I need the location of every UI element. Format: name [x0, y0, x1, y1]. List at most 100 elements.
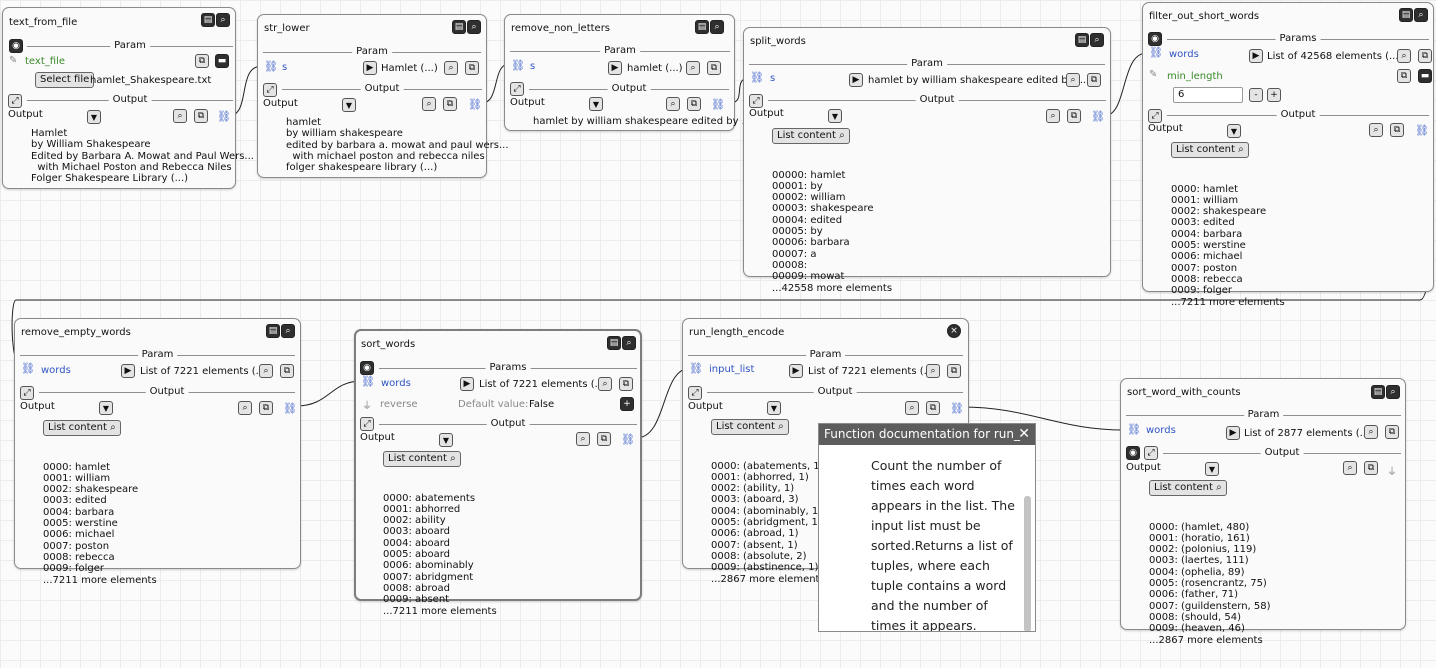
magnifier-icon[interactable]: ⌕ [1397, 49, 1411, 63]
copy-icon[interactable]: ⧉ [619, 377, 633, 391]
node-filter-out-short-words[interactable]: filter_out_short_words ▤ ⌕ ◉ Params ⛓ wo… [1142, 2, 1434, 308]
link-icon[interactable]: ⛓ [1091, 110, 1105, 123]
copy-icon[interactable]: ⧉ [259, 401, 273, 415]
increment-button[interactable]: + [1267, 88, 1281, 102]
node-text-from-file[interactable]: text_from_file ▤ ⌕ ◉ Param ✎ text_file ⧉… [2, 7, 254, 189]
magnifier-icon[interactable]: ⌕ [905, 401, 919, 415]
select-file-button[interactable]: Select file [35, 72, 95, 88]
search-icon[interactable]: ⌕ [1414, 8, 1428, 22]
output-dropdown[interactable]: ▼ [767, 401, 781, 415]
copy-icon[interactable]: ⧉ [1087, 73, 1101, 87]
copy-icon[interactable]: ⧉ [194, 109, 208, 123]
node-remove-non-letters[interactable]: remove_non_letters ▤ ⌕ Param ⛓ s ▶ hamle… [504, 14, 751, 131]
list-content-button[interactable]: List content ⌕ [1171, 142, 1249, 158]
copy-icon[interactable]: ⧉ [443, 97, 457, 111]
magnifier-icon[interactable]: ⌕ [686, 61, 700, 75]
copy-icon[interactable]: ⧉ [1418, 49, 1432, 63]
link-icon[interactable]: ⛓ [950, 402, 964, 415]
output-dropdown[interactable]: ▼ [99, 401, 113, 415]
documentation-icon[interactable]: ▤ [266, 324, 280, 338]
link-icon[interactable]: ⛓ [468, 98, 482, 111]
link-icon[interactable]: ⛓ [621, 433, 635, 446]
min-length-input[interactable]: 6 [1173, 87, 1243, 103]
link-icon[interactable]: ⛓ [689, 362, 703, 375]
play-icon[interactable]: ▶ [849, 73, 863, 87]
expand-icon[interactable]: ⤢ [8, 94, 22, 108]
copy-icon[interactable]: ⧉ [1364, 461, 1378, 475]
link-icon[interactable]: ⛓ [511, 59, 525, 72]
play-icon[interactable]: ▶ [789, 364, 803, 378]
documentation-icon[interactable]: ▤ [1075, 33, 1089, 47]
eye-icon[interactable]: ◉ [1126, 446, 1140, 460]
copy-icon[interactable]: ⧉ [707, 61, 721, 75]
node-sort-words[interactable]: sort_words ▤ ⌕ ◉ Params ⛓ words ▶ List o… [354, 329, 642, 617]
list-content-button[interactable]: List content ⌕ [772, 128, 850, 144]
magnifier-icon[interactable]: ⌕ [926, 364, 940, 378]
search-icon[interactable]: ⌕ [216, 13, 230, 27]
magnifier-icon[interactable]: ⌕ [173, 109, 187, 123]
play-icon[interactable]: ▶ [1249, 49, 1263, 63]
decrement-button[interactable]: - [1249, 88, 1263, 102]
list-content-button[interactable]: List content ⌕ [43, 420, 121, 436]
search-icon[interactable]: ⌕ [467, 20, 481, 34]
search-icon[interactable]: ⌕ [622, 336, 636, 350]
copy-icon[interactable]: ⧉ [687, 97, 701, 111]
node-split-words[interactable]: split_words ▤ ⌕ Param ⛓ s ▶ hamlet by wi… [743, 27, 1111, 294]
copy-icon[interactable]: ⧉ [1397, 69, 1411, 83]
play-icon[interactable]: ▶ [460, 377, 474, 391]
close-icon[interactable]: × [947, 324, 961, 338]
close-icon[interactable]: ✕ [1018, 426, 1030, 442]
play-icon[interactable]: ▶ [121, 364, 135, 378]
magnifier-icon[interactable]: ⌕ [238, 401, 252, 415]
magnifier-icon[interactable]: ⌕ [1364, 425, 1378, 439]
magnifier-icon[interactable]: ⌕ [598, 377, 612, 391]
list-content-button[interactable]: List content ⌕ [711, 419, 789, 435]
documentation-icon[interactable]: ▤ [607, 336, 621, 350]
node-remove-empty-words[interactable]: remove_empty_words ▤ ⌕ Param ⛓ words ▶ L… [14, 318, 301, 586]
expand-icon[interactable]: ⤢ [1144, 446, 1158, 460]
list-content-button[interactable]: List content ⌕ [383, 451, 461, 467]
link-icon[interactable]: ⛓ [217, 110, 231, 123]
node-sort-word-with-counts[interactable]: sort_word_with_counts ▤ ⌕ Param ⛓ words … [1120, 378, 1406, 646]
link-icon[interactable]: ⛓ [21, 362, 35, 375]
magnifier-icon[interactable]: ⌕ [259, 364, 273, 378]
play-icon[interactable]: ▶ [1226, 426, 1240, 440]
expand-icon[interactable]: ⤢ [510, 82, 524, 96]
magnifier-icon[interactable]: ⌕ [576, 432, 590, 446]
expand-icon[interactable]: ⤢ [688, 386, 702, 400]
list-content-button[interactable]: List content ⌕ [1149, 480, 1227, 496]
link-icon[interactable]: ⛓ [1149, 46, 1163, 59]
minus-icon[interactable]: ▬ [1418, 69, 1432, 83]
eye-icon[interactable]: ◉ [360, 361, 374, 375]
expand-icon[interactable]: ⤢ [360, 417, 374, 431]
plus-icon[interactable]: + [620, 397, 634, 411]
copy-icon[interactable]: ⧉ [597, 432, 611, 446]
eye-icon[interactable]: ◉ [9, 39, 23, 53]
documentation-icon[interactable]: ▤ [452, 20, 466, 34]
magnifier-icon[interactable]: ⌕ [1066, 73, 1080, 87]
output-dropdown[interactable]: ▼ [1227, 124, 1241, 138]
output-dropdown[interactable]: ▼ [342, 98, 356, 112]
link-icon[interactable]: ⛓ [283, 402, 297, 415]
expand-icon[interactable]: ⤢ [20, 386, 34, 400]
output-dropdown[interactable]: ▼ [1205, 462, 1219, 476]
magnifier-icon[interactable]: ⌕ [1369, 123, 1383, 137]
copy-icon[interactable]: ⧉ [465, 61, 479, 75]
eye-icon[interactable]: ◉ [1148, 32, 1162, 46]
expand-icon[interactable]: ⤢ [263, 83, 277, 97]
output-dropdown[interactable]: ▼ [87, 110, 101, 124]
magnifier-icon[interactable]: ⌕ [444, 61, 458, 75]
link-icon[interactable]: ⛓ [1415, 124, 1429, 137]
copy-icon[interactable]: ⧉ [1067, 109, 1081, 123]
expand-icon[interactable]: ⤢ [1148, 109, 1162, 123]
link-icon[interactable]: ⛓ [1127, 423, 1141, 436]
copy-icon[interactable]: ⧉ [195, 54, 209, 68]
copy-icon[interactable]: ⧉ [280, 364, 294, 378]
copy-icon[interactable]: ⧉ [926, 401, 940, 415]
search-icon[interactable]: ⌕ [281, 324, 295, 338]
output-dropdown[interactable]: ▼ [439, 433, 453, 447]
link-icon[interactable]: ⛓ [361, 375, 375, 388]
search-icon[interactable]: ⌕ [1386, 385, 1400, 399]
output-dropdown[interactable]: ▼ [589, 97, 603, 111]
link-icon[interactable]: ⛓ [264, 60, 278, 73]
